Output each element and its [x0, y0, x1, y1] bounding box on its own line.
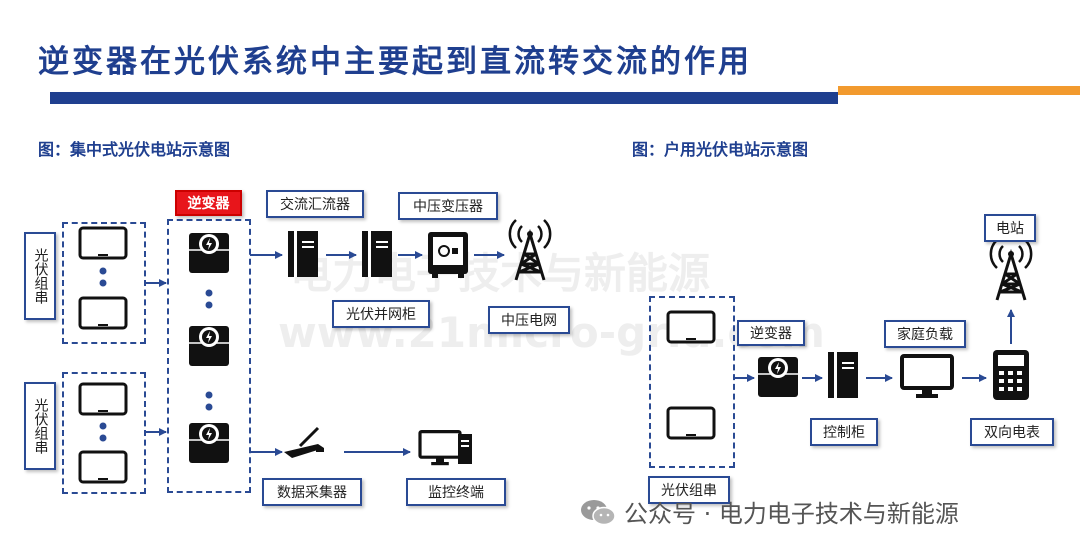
mv-transformer-label: 中压变压器 — [398, 192, 498, 220]
pv-string-label-2-text: 光伏组串 — [32, 398, 49, 454]
wechat-icon — [581, 499, 616, 525]
home-inverter-icon — [757, 356, 799, 398]
control-cabinet-icon — [828, 352, 858, 398]
pv-array-group-1 — [78, 226, 128, 330]
right-diagram-caption: 图：户用光伏电站示意图 — [632, 140, 809, 159]
ac-combiner-icon — [288, 231, 318, 277]
power-station-label: 电站 — [984, 214, 1036, 242]
home-pv-group-box — [649, 296, 735, 468]
monitor-terminal-icon — [418, 430, 472, 467]
footer-text: 公众号 · 电力电子技术与新能源 — [624, 500, 959, 528]
home-load-monitor-icon — [900, 354, 954, 400]
inverter-group-box — [167, 219, 251, 493]
mv-transformer-icon — [428, 232, 468, 278]
pv-group-box-2 — [62, 372, 146, 494]
bidirectional-meter-icon — [993, 350, 1029, 400]
left-diagram-caption: 图：集中式光伏电站示意图 — [38, 140, 231, 159]
pv-group-box-1 — [62, 222, 146, 344]
ac-combiner-label: 交流汇流器 — [266, 190, 364, 218]
mv-grid-label: 中压电网 — [488, 306, 570, 334]
home-pv-string-label: 光伏组串 — [648, 476, 730, 504]
data-collector-icon — [284, 426, 324, 458]
inverter-label: 逆变器 — [175, 190, 242, 216]
footer: 公众号 · 电力电子技术与新能源 — [580, 494, 959, 529]
pv-grid-cabinet-label: 光伏并网柜 — [332, 300, 430, 328]
mv-grid-tower-icon — [508, 218, 552, 282]
pv-string-label-1-text: 光伏组串 — [32, 248, 49, 304]
title-underline-blue — [50, 92, 838, 104]
pv-grid-cabinet-icon — [362, 231, 392, 277]
pv-string-label-1: 光伏组串 — [24, 232, 56, 320]
pv-string-label-2: 光伏组串 — [24, 382, 56, 470]
page-title: 逆变器在光伏系统中主要起到直流转交流的作用 — [38, 44, 752, 80]
home-load-label: 家庭负载 — [884, 320, 966, 348]
bidirectional-meter-label: 双向电表 — [970, 418, 1054, 446]
monitor-terminal-label: 监控终端 — [406, 478, 506, 506]
power-station-tower-icon — [989, 238, 1033, 302]
pv-array-group-2 — [78, 382, 128, 484]
data-collector-label: 数据采集器 — [262, 478, 362, 506]
home-inverter-label: 逆变器 — [737, 320, 805, 346]
control-cabinet-label: 控制柜 — [810, 418, 878, 446]
title-underline-orange — [838, 86, 1080, 95]
